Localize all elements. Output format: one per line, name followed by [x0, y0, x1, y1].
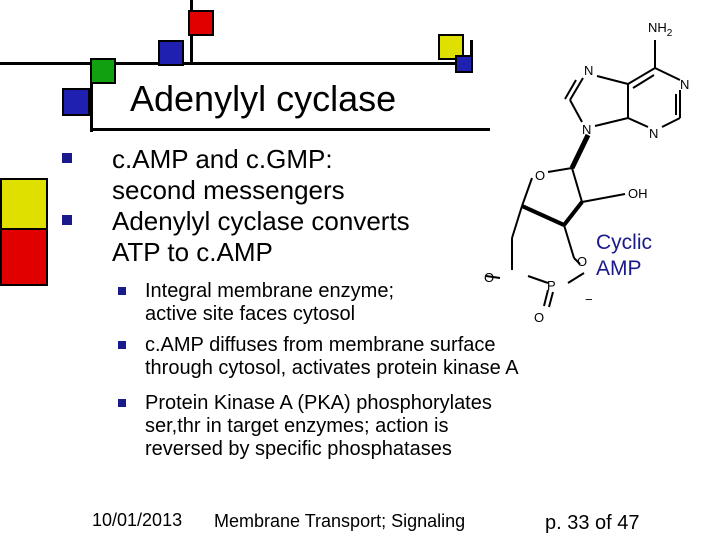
bullet-line: c.AMP and c.GMP: — [112, 144, 333, 174]
sub-bullet-line: through cytosol, activates protein kinas… — [145, 357, 519, 379]
footer-page-number: p. 33 of 47 — [545, 512, 640, 534]
negative-charge-label: − — [585, 292, 593, 307]
phosphorus-label: P — [547, 278, 556, 293]
green-square — [90, 58, 116, 84]
blue-square-left — [62, 88, 90, 116]
sub-bullet-line: active site faces cytosol — [145, 303, 356, 325]
bullet-line: second messengers — [112, 175, 345, 205]
sub-bullet-line: Integral membrane enzyme; — [145, 280, 395, 302]
cyclic-amp-label: Cyclic AMP — [596, 230, 652, 282]
nitrogen-label: N — [582, 122, 591, 137]
square-bullet-icon — [62, 215, 72, 225]
nitrogen-label: N — [584, 63, 593, 78]
cyclic-amp-label-line: Cyclic — [596, 231, 652, 254]
title-underline — [90, 128, 490, 131]
footer-date: 10/01/2013 — [92, 510, 183, 530]
footer-course: Membrane Transport; Signaling — [214, 511, 466, 531]
square-bullet-icon — [118, 399, 126, 407]
square-bullet-icon — [118, 287, 126, 295]
blue-small-square — [455, 55, 473, 73]
nitrogen-label: N — [649, 126, 658, 141]
cyclic-amp-label-line: AMP — [596, 257, 642, 280]
square-bullet-icon — [62, 153, 72, 163]
bullet-line: Adenylyl cyclase converts — [112, 206, 410, 236]
molecule-atom-labels: NH2 N N N N O OH O O P O − — [484, 20, 689, 325]
square-bullet-icon — [118, 341, 126, 349]
vertical-line-right — [470, 40, 473, 66]
sub-bullet-line: Protein Kinase A (PKA) phosphorylates — [145, 392, 492, 414]
nitrogen-label: N — [680, 77, 689, 92]
slide-title: Adenylyl cyclase — [130, 78, 397, 119]
oxygen-label: O — [535, 168, 545, 183]
bullet-line: ATP to c.AMP — [112, 237, 273, 267]
red-tall-square — [0, 228, 48, 286]
oxygen-label: O — [484, 270, 494, 285]
oxygen-label: O — [534, 310, 544, 325]
top-divider-line — [0, 62, 470, 65]
red-square — [188, 10, 214, 36]
oxygen-label: O — [577, 254, 587, 269]
hydroxyl-label: OH — [628, 186, 648, 201]
sub-bullet-line: ser,thr in target enzymes; action is — [145, 415, 449, 437]
nh2-label: NH2 — [648, 20, 673, 39]
sub-bullet-line: reversed by specific phosphatases — [145, 438, 452, 460]
blue-square — [158, 40, 184, 66]
vertical-line-left — [90, 62, 93, 132]
sub-bullet-line: c.AMP diffuses from membrane surface — [145, 334, 496, 356]
